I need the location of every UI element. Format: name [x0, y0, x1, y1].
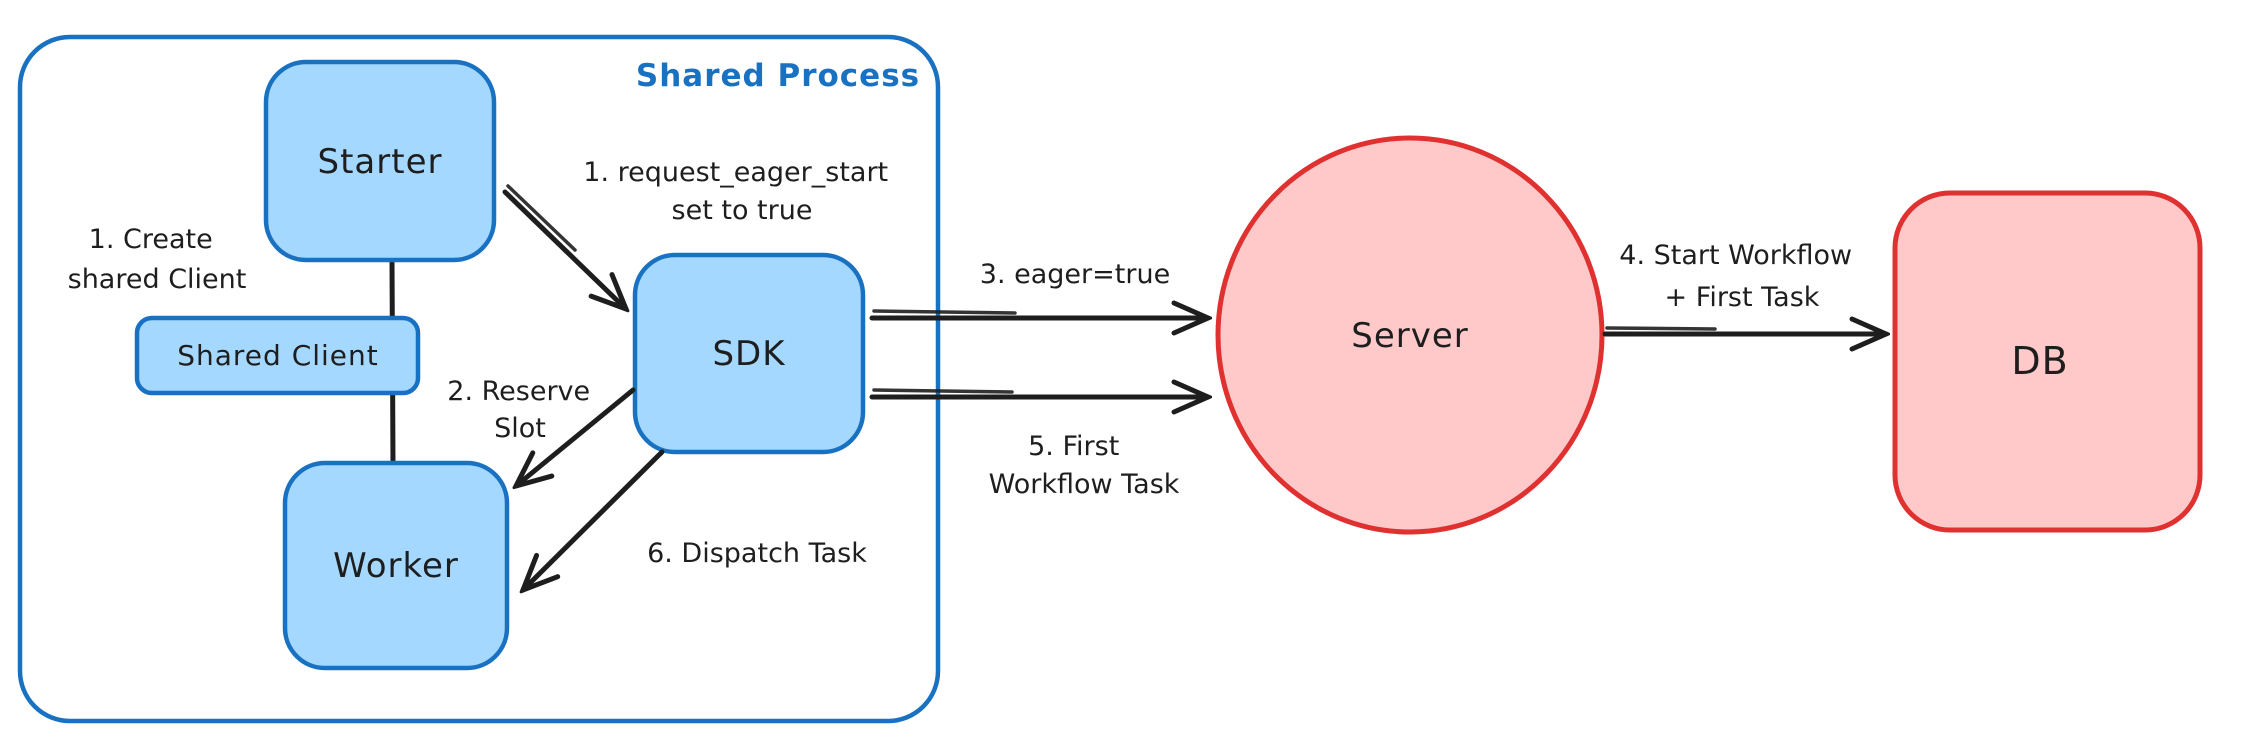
sdk-node	[632, 252, 866, 455]
label-dispatch-task: 6. Dispatch Task	[647, 538, 867, 569]
db-label: DB	[2011, 339, 2068, 383]
label-reserve-slot: 2. Reserve Slot	[447, 376, 598, 444]
shared-client-node	[134, 315, 421, 396]
label-eager-true: 3. eager=true	[980, 259, 1170, 290]
server-node	[1215, 135, 1605, 535]
arrow-sdk-to-worker-dispatch	[523, 449, 665, 590]
shared-process-container	[17, 34, 941, 724]
label-request-eager-start: 1. request_eager_start set to true	[583, 157, 896, 226]
shared-process-title: Shared Process	[636, 58, 920, 94]
worker-node	[282, 460, 510, 671]
arrow-sdk-to-server-eager-sketch-stroke	[872, 309, 1017, 315]
worker-label: Worker	[333, 546, 459, 586]
label-start-workflow: 4. Start Workflow + First Task	[1619, 240, 1860, 313]
arrow-sdk-to-worker-reserve	[516, 387, 636, 486]
sdk-label: SDK	[712, 334, 786, 374]
arrow-sdk-to-server-first-task-sketch-stroke	[872, 388, 1014, 394]
db-node	[1892, 190, 2203, 533]
starter-label: Starter	[318, 142, 443, 182]
shared-client-label: Shared Client	[177, 339, 379, 372]
arrow-starter-to-sdk-sketch-stroke	[506, 184, 577, 252]
server-label: Server	[1351, 316, 1469, 356]
arrow-server-to-db-sketch-stroke	[1605, 326, 1717, 331]
arrow-starter-to-sdk	[502, 189, 626, 309]
label-first-workflow-task: 5. First Workflow Task	[989, 431, 1180, 500]
starter-node	[263, 59, 497, 263]
label-create-shared-client: 1. Create shared Client	[68, 224, 247, 295]
